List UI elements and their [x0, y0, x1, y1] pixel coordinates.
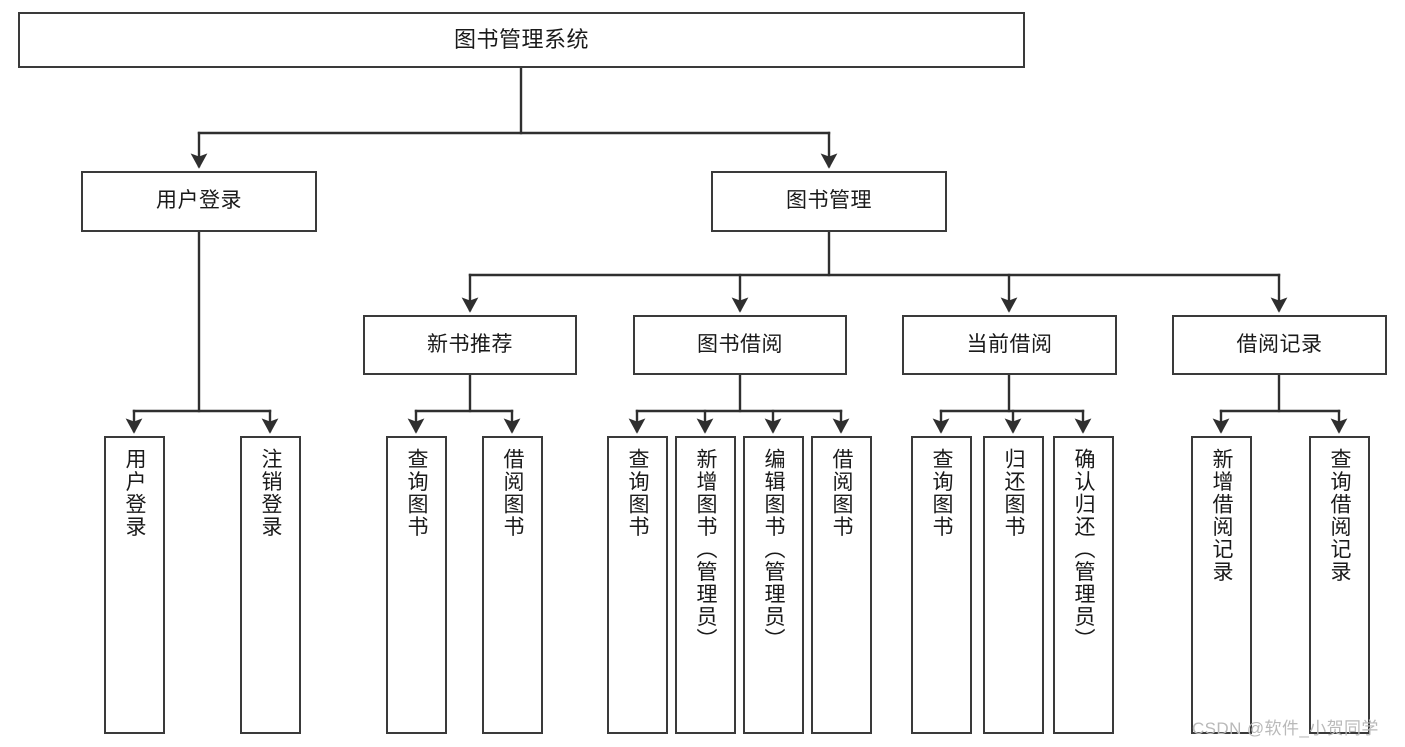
node-query-book-current[interactable]: 查询图书	[911, 436, 972, 734]
node-book-borrow[interactable]: 图书借阅	[633, 315, 847, 375]
node-user-logout-action[interactable]: 注销登录	[240, 436, 301, 734]
node-label: 借阅图书	[830, 448, 854, 538]
node-query-book-borrow[interactable]: 查询图书	[607, 436, 668, 734]
node-label: 归还图书	[1002, 448, 1026, 538]
node-label: 新增借阅记录	[1210, 448, 1234, 583]
node-label: 借阅图书	[501, 448, 525, 538]
node-label: 图书管理系统	[453, 27, 589, 53]
node-label: 注销登录	[259, 448, 283, 538]
node-book-management[interactable]: 图书管理	[711, 171, 947, 232]
node-return-book[interactable]: 归还图书	[983, 436, 1044, 734]
node-borrow-records[interactable]: 借阅记录	[1172, 315, 1387, 375]
node-label: 查询借阅记录	[1328, 448, 1352, 583]
node-new-book-recommend[interactable]: 新书推荐	[363, 315, 577, 375]
node-label: 查询图书	[930, 448, 954, 538]
node-query-borrow-record[interactable]: 查询借阅记录	[1309, 436, 1370, 734]
node-edit-book-admin[interactable]: 编辑图书（管理员）	[743, 436, 804, 734]
node-label: 当前借阅	[966, 332, 1053, 356]
node-label: 借阅记录	[1236, 332, 1323, 356]
watermark-text: CSDN @软件_小贺同学	[1192, 719, 1379, 738]
node-label: 编辑图书（管理员）	[762, 448, 786, 651]
node-label: 查询图书	[405, 448, 429, 538]
node-label: 新书推荐	[427, 332, 513, 356]
node-root-system[interactable]: 图书管理系统	[18, 12, 1025, 68]
node-query-book-recommend[interactable]: 查询图书	[386, 436, 447, 734]
node-label: 图书管理	[786, 189, 872, 213]
node-label: 确认归还（管理员）	[1072, 448, 1096, 651]
node-add-borrow-record[interactable]: 新增借阅记录	[1191, 436, 1252, 734]
node-confirm-return-admin[interactable]: 确认归还（管理员）	[1053, 436, 1114, 734]
node-label: 用户登录	[156, 189, 242, 213]
node-borrow-book-recommend[interactable]: 借阅图书	[482, 436, 543, 734]
node-label: 图书借阅	[697, 332, 783, 356]
node-user-login-action[interactable]: 用户登录	[104, 436, 165, 734]
node-label: 用户登录	[123, 448, 147, 538]
node-current-borrow[interactable]: 当前借阅	[902, 315, 1117, 375]
node-borrow-book-action[interactable]: 借阅图书	[811, 436, 872, 734]
node-label: 查询图书	[626, 448, 650, 538]
node-label: 新增图书（管理员）	[694, 448, 718, 651]
node-add-book-admin[interactable]: 新增图书（管理员）	[675, 436, 736, 734]
node-user-login[interactable]: 用户登录	[81, 171, 317, 232]
